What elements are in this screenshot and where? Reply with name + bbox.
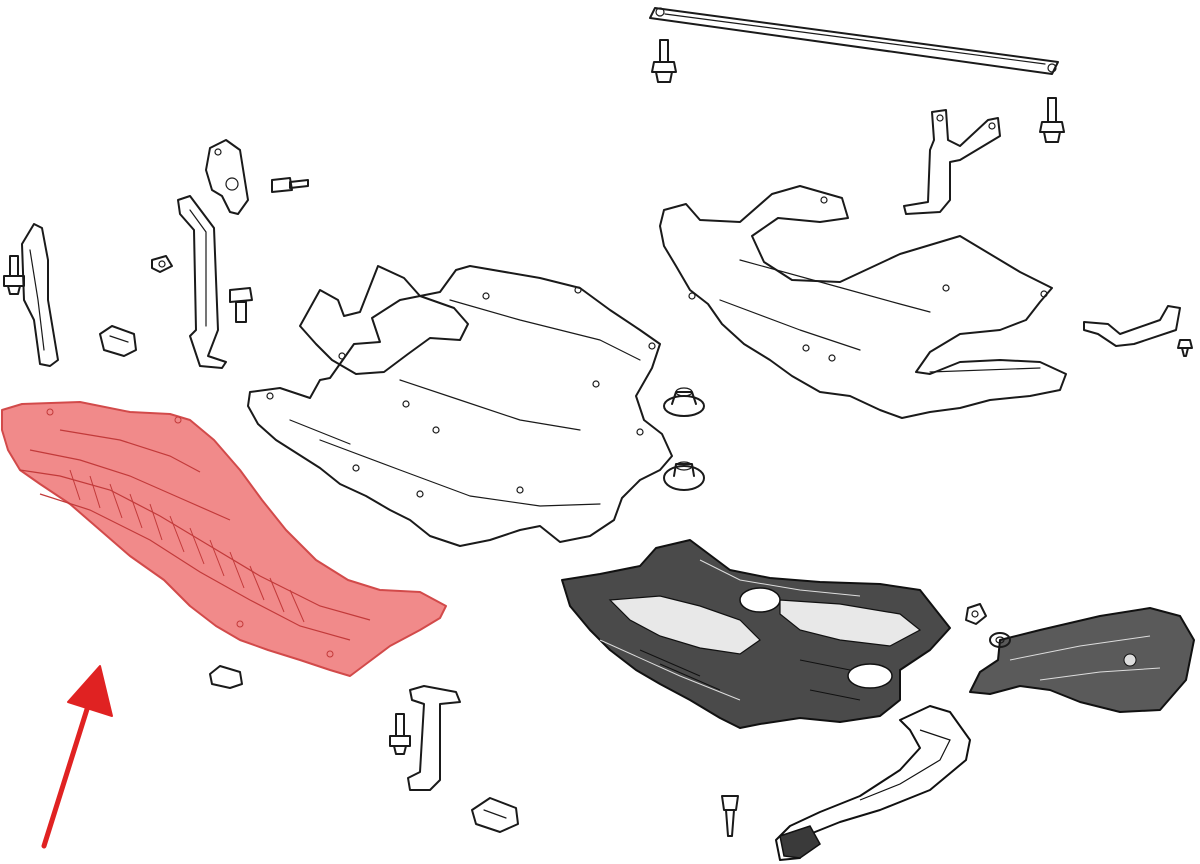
bolt-top-right xyxy=(1039,97,1065,143)
grommet-upper xyxy=(663,387,705,417)
air-duct-lower-right xyxy=(775,705,971,861)
fender-liner-right xyxy=(969,607,1195,713)
washer-right xyxy=(989,632,1011,648)
bolt-top-left xyxy=(651,39,677,83)
underbody-panel-rear xyxy=(659,185,1067,419)
nut-small-left xyxy=(151,255,173,273)
push-clip-upper xyxy=(271,177,309,193)
underbody-panel-center xyxy=(247,265,673,547)
indicator-arrow xyxy=(41,665,113,849)
push-clip-bottom xyxy=(721,795,739,837)
bolt-lower-left xyxy=(389,713,411,755)
screw-small-right xyxy=(1177,339,1193,357)
bracket-small-right xyxy=(1083,305,1181,347)
bracket-upper-right xyxy=(903,109,1001,215)
bracket-lower-center xyxy=(407,685,461,791)
nut-right xyxy=(965,603,987,625)
bracket-far-left xyxy=(21,223,59,367)
top-crossbar xyxy=(649,7,1059,75)
bolt-far-left xyxy=(3,255,25,295)
clip-nut-bottom xyxy=(471,797,519,833)
clip-nut-left xyxy=(99,325,137,357)
bolt-left-mid xyxy=(229,287,253,323)
front-engine-undercover-highlighted xyxy=(1,401,447,677)
clip-nut-lower xyxy=(209,665,243,689)
bracket-upper-left xyxy=(205,139,249,215)
underbody-shield-lower xyxy=(561,539,951,729)
support-arm-left xyxy=(177,195,227,369)
grommet-lower xyxy=(663,461,705,491)
